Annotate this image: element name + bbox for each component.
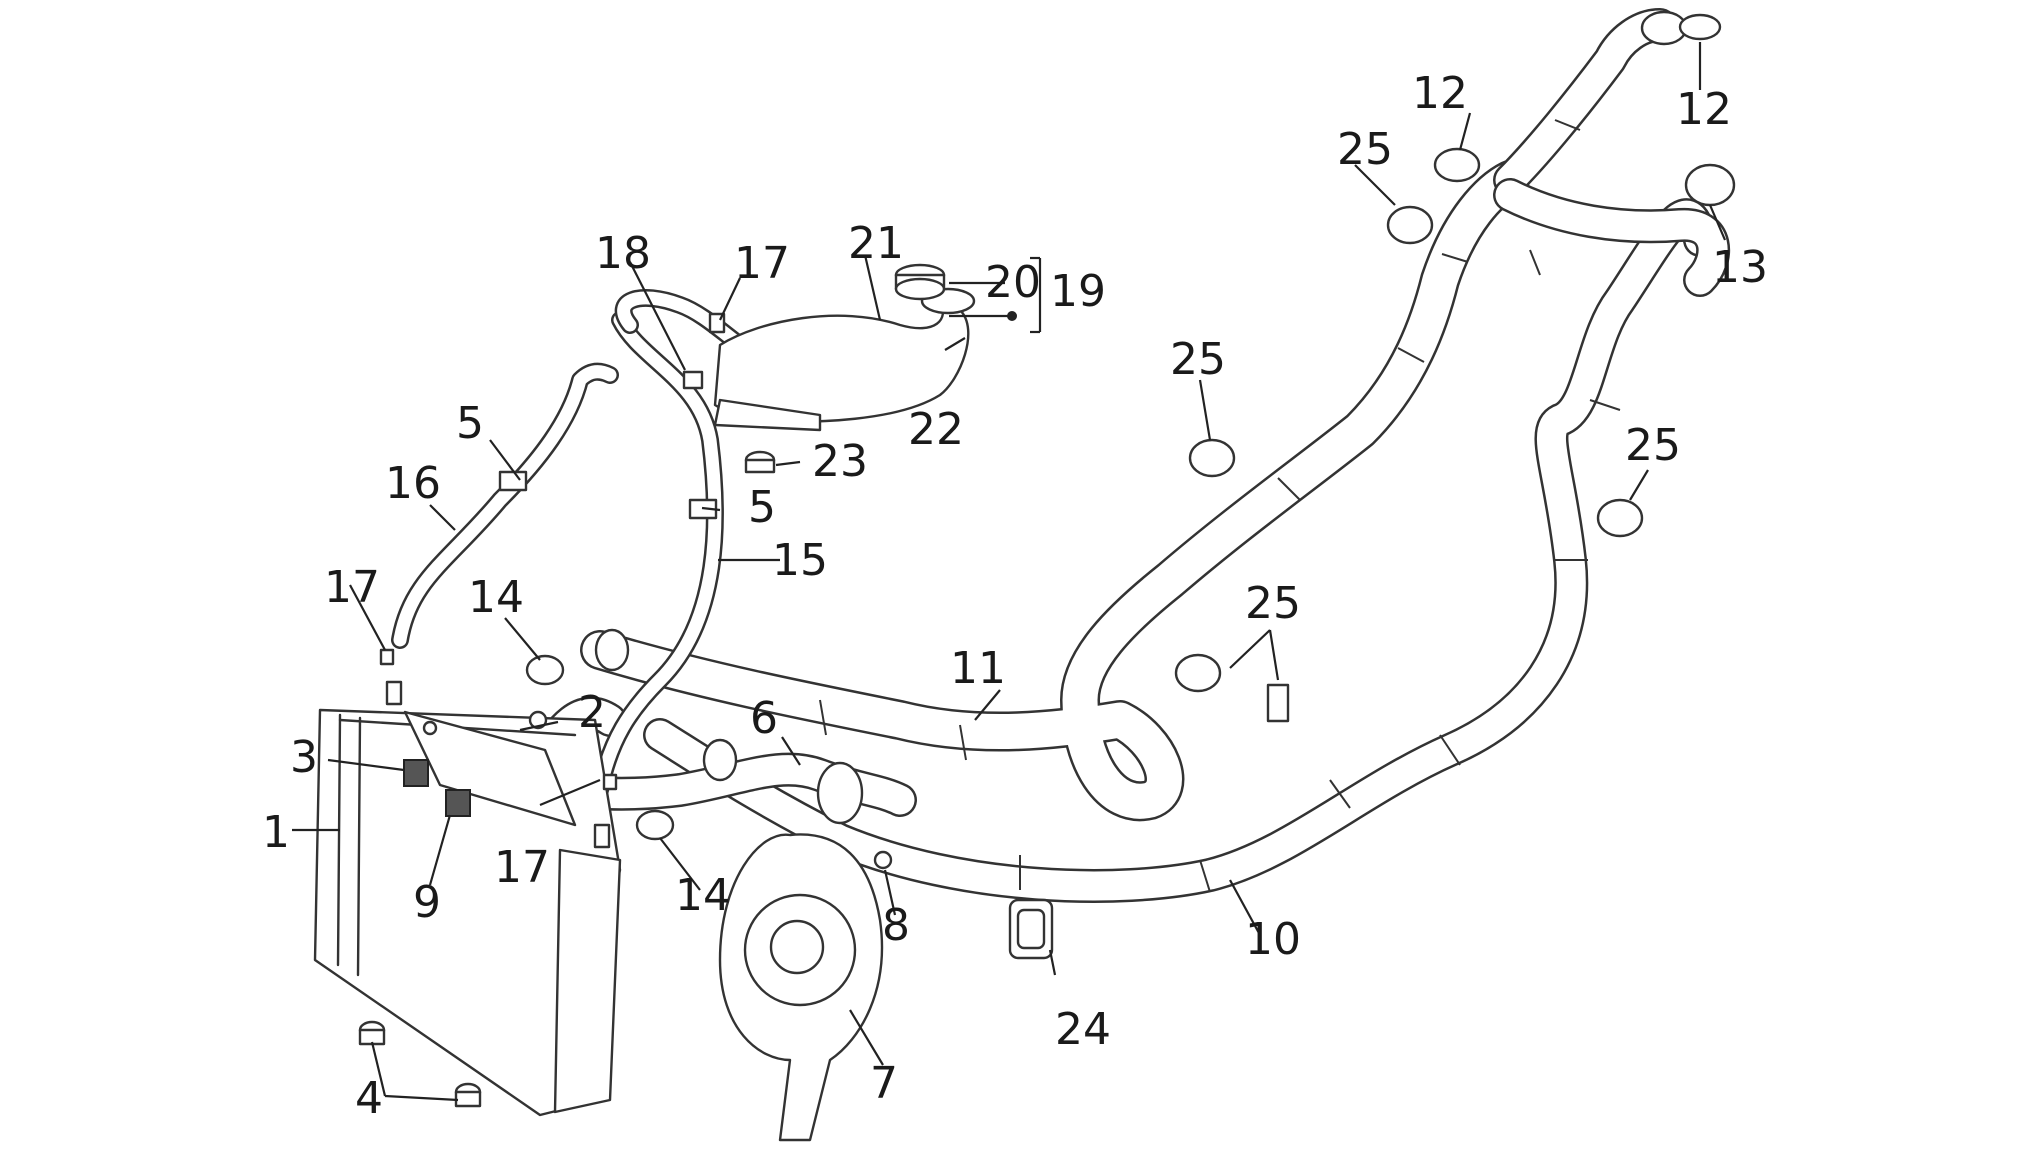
callout-25-lower: 25	[1245, 578, 1301, 629]
callout-19: 19	[1050, 266, 1106, 317]
callout-24: 24	[1055, 1004, 1111, 1055]
callout-7: 7	[870, 1058, 898, 1109]
callout-1: 1	[262, 807, 290, 858]
callout-25-top: 25	[1337, 124, 1393, 175]
radiator	[313, 648, 622, 1117]
callout-25-right: 25	[1625, 420, 1681, 471]
hose-y-junction	[1493, 8, 1730, 297]
hose-guide-24	[1008, 898, 1054, 960]
callout-15: 15	[772, 535, 828, 586]
callout-9: 9	[413, 877, 441, 928]
hose-clamp-6	[816, 761, 864, 825]
callout-5-left: 5	[456, 398, 484, 449]
callout-12-left: 12	[1412, 68, 1468, 119]
rubber-mount	[358, 1020, 482, 1108]
callout-14-upper: 14	[468, 572, 524, 623]
hose-clamp-14	[525, 654, 675, 841]
callout-labels: 1 2 3 4 5 5 6 7 8 9 10 11 12 12 13 14 14…	[262, 68, 1768, 1124]
callout-16: 16	[385, 458, 441, 509]
hose-15	[591, 311, 724, 799]
hose-clamp-13	[1684, 163, 1736, 207]
callout-17-top: 17	[734, 238, 790, 289]
callout-25-middle: 25	[1170, 334, 1226, 385]
callout-17-lower: 17	[494, 842, 550, 893]
callout-17-left: 17	[324, 562, 380, 613]
callout-22: 22	[908, 404, 964, 455]
filler-cap	[894, 263, 946, 301]
callout-14-lower: 14	[675, 870, 731, 921]
callout-3: 3	[290, 732, 318, 783]
callout-5-center: 5	[748, 482, 776, 533]
cooling-fan	[718, 833, 893, 1142]
expansion-tank	[708, 287, 976, 432]
callout-6: 6	[750, 693, 778, 744]
callout-21: 21	[848, 218, 904, 269]
callout-8: 8	[882, 900, 910, 951]
callout-20: 20	[985, 257, 1041, 308]
leader-lines	[292, 42, 1727, 1102]
hose-clamp-5	[498, 470, 718, 520]
callout-18: 18	[595, 228, 651, 279]
hose-seams	[819, 119, 1621, 893]
hose-clamp-12	[1433, 13, 1722, 183]
hose-clamp-25	[1174, 205, 1644, 723]
callout-12-right: 12	[1676, 84, 1732, 135]
callout-11: 11	[950, 643, 1006, 694]
radiator-bracket	[403, 710, 577, 827]
callout-2: 2	[578, 687, 606, 738]
hose-16	[391, 362, 619, 649]
tank-grommet	[682, 370, 776, 474]
callout-23: 23	[812, 436, 868, 487]
callout-4: 4	[355, 1073, 383, 1124]
hose-11	[580, 160, 1530, 822]
callout-10: 10	[1245, 914, 1301, 965]
callout-13: 13	[1712, 242, 1768, 293]
